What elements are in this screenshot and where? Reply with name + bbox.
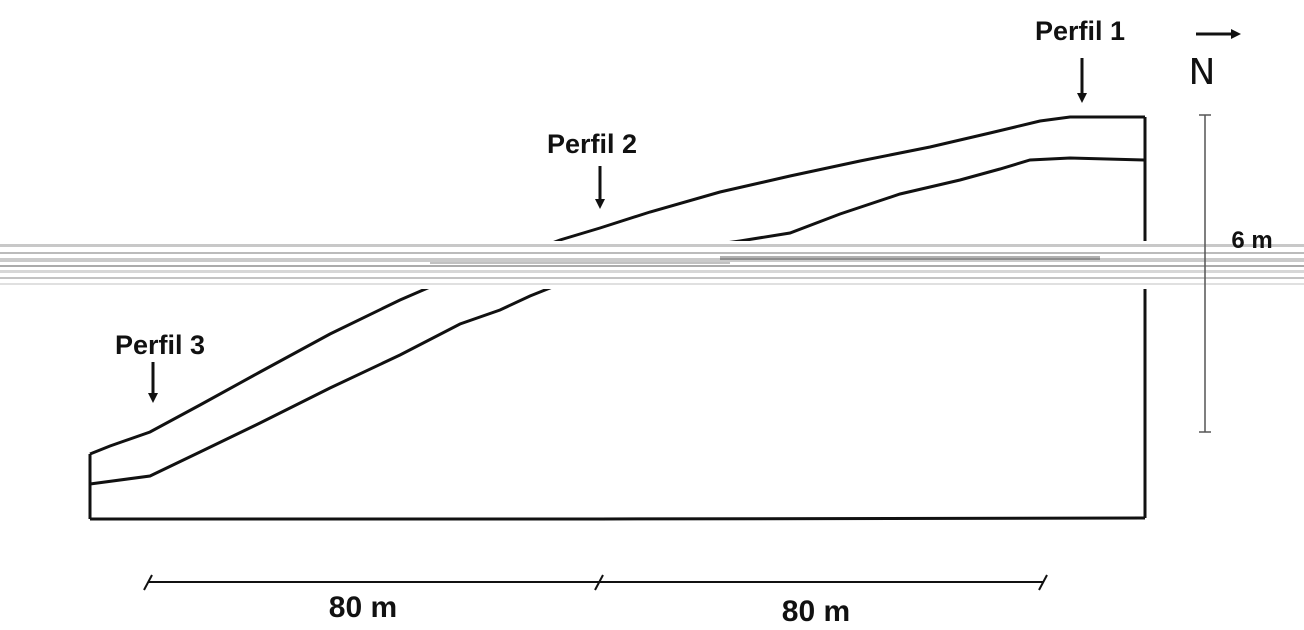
profile-3-marker: Perfil 3 (115, 330, 205, 403)
scale-segment-2-label: 80 m (782, 595, 850, 628)
horizontal-scale-bar (143, 574, 1048, 591)
profile-2-label: Perfil 2 (547, 129, 637, 159)
profile-1-marker: Perfil 1 (1035, 16, 1125, 103)
vertical-scale-bar (1199, 114, 1211, 433)
scale-segment-1-label: 80 m (329, 591, 397, 624)
vertical-scale-label: 6 m (1231, 227, 1272, 254)
north-label: N (1189, 52, 1216, 93)
section-outline (88, 117, 1147, 521)
upper-surface-line (89, 115, 1145, 456)
section-bottom-line (90, 516, 1146, 521)
profile-2-marker: Perfil 2 (547, 129, 637, 209)
scan-artifact-band (0, 241, 1304, 289)
north-indicator: N (1189, 29, 1241, 93)
profile-3-label: Perfil 3 (115, 330, 205, 360)
profile-1-label: Perfil 1 (1035, 16, 1125, 46)
layer-base-line (89, 156, 1146, 486)
